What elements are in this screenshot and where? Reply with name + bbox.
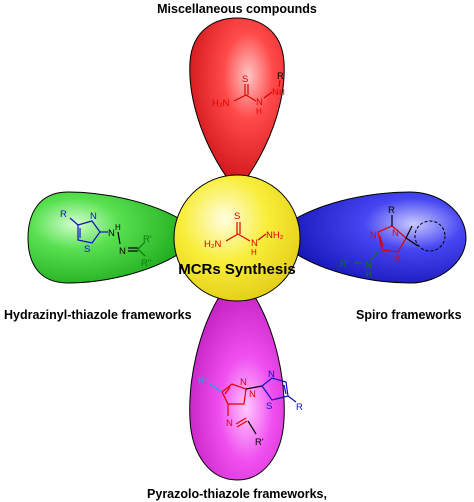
bottom-thiazole-s: S: [266, 401, 272, 412]
left-ring-n: N: [90, 211, 97, 222]
left-r1: R': [143, 234, 152, 245]
top-molecule: S R H₂N N H N H: [212, 71, 285, 116]
left-nh-n: N: [108, 228, 115, 239]
left-molecule: R N S N H N R' R'': [60, 209, 152, 269]
right-petal: [289, 191, 467, 284]
bottom-molecule: N N R'' N S R N R': [198, 369, 303, 448]
right-s: S: [394, 254, 400, 265]
center-s-atom: S: [234, 211, 240, 222]
top-h-a: H: [256, 107, 262, 116]
left-petal: [27, 191, 186, 284]
top-h-b: H: [279, 88, 285, 97]
label-right: Spiro frameworks: [356, 308, 462, 322]
center-n-atom: N: [251, 238, 258, 249]
center-nh2-left: H₂N: [204, 239, 222, 250]
left-r2: R'': [141, 258, 152, 269]
right-n2: N: [392, 228, 399, 239]
left-imine-n: N: [119, 246, 126, 257]
bottom-r-group: R: [296, 402, 303, 413]
top-n-a: N: [256, 97, 263, 108]
bottom-r2: R'': [198, 376, 209, 387]
center-molecule: S H₂N N H NH₂: [204, 211, 284, 257]
center-nh2-right: NH₂: [266, 230, 284, 241]
bottom-r1: R': [255, 437, 264, 448]
right-nh-n: N: [365, 260, 372, 271]
left-r-group: R: [60, 209, 67, 220]
top-s-atom: S: [242, 74, 248, 85]
top-r-group: R: [277, 71, 284, 82]
center-title: MCRs Synthesis: [178, 261, 296, 278]
bottom-thiazole-n: N: [268, 369, 275, 380]
top-n-b: N: [272, 87, 279, 98]
label-top: Miscellaneous compounds: [157, 2, 317, 16]
label-bottom: Pyrazolo-thiazole frameworks,: [147, 487, 327, 501]
right-r-group: R: [388, 205, 395, 216]
label-left: Hydrazinyl-thiazole frameworks: [4, 308, 192, 322]
right-nh-h: H: [366, 270, 372, 279]
left-ring-s: S: [84, 244, 90, 255]
right-n1: N: [370, 230, 377, 241]
bottom-imine-n: N: [226, 418, 233, 429]
right-molecule: R N N S R' N H: [340, 205, 446, 279]
left-nh-h: H: [115, 223, 121, 232]
bottom-n1: N: [240, 377, 247, 388]
top-nh2: H₂N: [212, 98, 230, 109]
center-h-atom: H: [251, 248, 257, 257]
right-r1: R': [340, 259, 349, 270]
center-circle: [173, 174, 301, 302]
bottom-n2: N: [249, 389, 256, 400]
